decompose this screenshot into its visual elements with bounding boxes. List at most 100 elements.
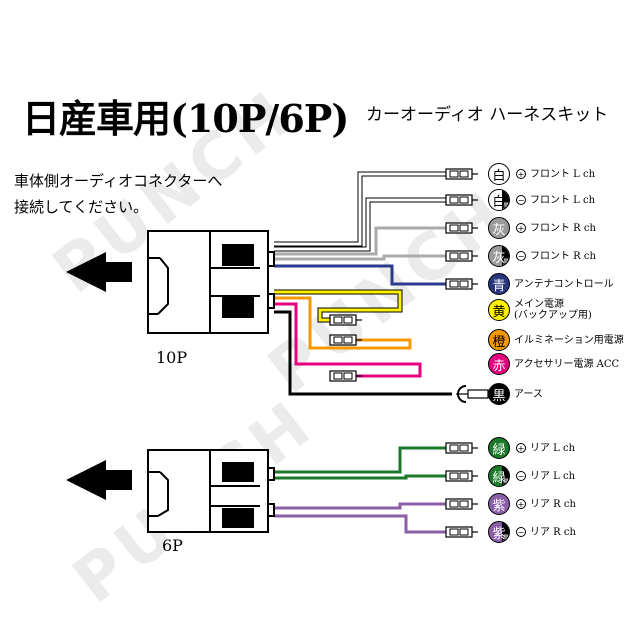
wire-function-label: リア L ch <box>530 471 575 482</box>
wire-color-badge-text: 緑 <box>492 442 506 458</box>
spade-terminal-icon <box>329 370 362 382</box>
spade-terminal-icon <box>329 314 362 326</box>
wire <box>274 502 446 510</box>
black-stripe <box>502 190 509 210</box>
spade-terminal-icon <box>445 526 478 538</box>
wire-function-label: フロント R ch <box>530 251 596 262</box>
wire-function-label: アクセサリー電源 ACC <box>514 359 619 370</box>
stripe-text: 黒 <box>502 203 509 210</box>
wire-function-label-text: リア L ch <box>530 442 576 454</box>
wire-function-label-text: フロント L ch <box>530 194 596 206</box>
wire-function-label-text: リア R ch <box>530 526 576 538</box>
black-stripe <box>502 246 509 266</box>
wire <box>274 302 422 378</box>
wire-function-label: リア L ch <box>530 443 575 454</box>
wire-function-label: フロント L ch <box>530 169 595 180</box>
wire <box>274 290 402 322</box>
stripe-text: 黒 <box>502 259 509 266</box>
page-subtitle: カーオーディオ ハーネスキット <box>366 105 609 125</box>
wire-legend-row: 白 + フロント L ch <box>488 162 595 186</box>
wire-legend-row: 緑 + リア L ch <box>488 436 575 460</box>
wire <box>274 474 446 480</box>
wire-color-badge-text: 灰 <box>492 250 506 266</box>
plus-polarity-icon: + <box>516 223 526 233</box>
wire-color-badge-text: 橙 <box>492 334 506 350</box>
arrow-left-icon-6p <box>66 460 132 500</box>
minus-polarity-icon: − <box>516 251 526 261</box>
wire-legend-row: 灰黒−フロント R ch <box>488 244 596 268</box>
connector-6p <box>147 449 275 533</box>
plus-polarity-icon: + <box>516 169 526 179</box>
spade-terminal-icon <box>445 498 478 510</box>
spade-terminal-icon <box>445 250 478 262</box>
wire-color-badge-text: 白 <box>492 194 506 210</box>
wire-legend-row: 紫 + リア R ch <box>488 492 576 516</box>
wire-function-label-text: リア L ch <box>530 470 576 482</box>
wire-color-badge-text: 赤 <box>492 358 506 374</box>
wire-legend-row: 赤アクセサリー電源 ACC <box>488 352 619 376</box>
wire-color-badge: 紫黒 <box>488 521 510 543</box>
wire <box>274 296 412 350</box>
black-stripe <box>502 522 509 542</box>
wire-function-label-text: アンテナコントロール <box>514 278 614 290</box>
wire-function-label-text: リア R ch <box>530 498 576 510</box>
wire-color-badge-text: 紫 <box>492 498 506 514</box>
wire-function-label-text: イルミネーション用電源 <box>514 334 624 346</box>
connector-10p <box>147 230 275 334</box>
wire-legend-row: 緑黒−リア L ch <box>488 464 575 488</box>
wire-function-label-text: メイン電源 <box>514 299 564 310</box>
spade-terminal-icon <box>445 470 478 482</box>
wire-color-badge: 紫 <box>488 493 510 515</box>
wire-function-label: アンテナコントロール <box>514 279 614 290</box>
wire <box>274 198 446 251</box>
wire-color-badge: 橙 <box>488 329 510 351</box>
wire <box>274 172 446 246</box>
wire <box>274 446 446 474</box>
wire-legend-row: 白黒−フロント L ch <box>488 188 595 212</box>
wire-color-badge: 灰黒 <box>488 245 510 267</box>
wire-function-label: フロント R ch <box>530 223 596 234</box>
ground-ring-terminal-icon <box>456 385 489 403</box>
wire-color-badge-text: 紫 <box>492 526 506 542</box>
connector-10p-label: 10P <box>156 348 188 367</box>
wire-function-label: イルミネーション用電源 <box>514 335 624 346</box>
spade-terminal-icon <box>329 334 362 346</box>
wire-function-label-text: アクセサリー電源 ACC <box>514 358 620 370</box>
wire-color-badge: 灰 <box>488 217 510 239</box>
stripe-text: 黒 <box>502 479 509 486</box>
wire-legend-row: 青アンテナコントロール <box>488 272 614 296</box>
wire <box>274 264 446 286</box>
connector-6p-label: 6P <box>162 536 183 555</box>
spade-terminal-icon <box>445 442 478 454</box>
plus-polarity-icon: + <box>516 443 526 453</box>
wire-group <box>274 168 489 538</box>
wire-function-label-text: フロント L ch <box>530 168 596 180</box>
wire-function-label-text: アース <box>514 388 543 400</box>
minus-polarity-icon: − <box>516 527 526 537</box>
plus-polarity-icon: + <box>516 499 526 509</box>
wire-function-label: フロント L ch <box>530 195 595 206</box>
wire <box>274 226 446 256</box>
instruction-line-2: 接続してください。 <box>14 198 149 216</box>
wire-function-label-text: フロント R ch <box>530 250 596 262</box>
wire-color-badge-text: 黒 <box>492 388 506 404</box>
wire-color-badge: 緑 <box>488 437 510 459</box>
wire-legend-row: 灰 + フロント R ch <box>488 216 596 240</box>
arrow-left-icon-10p <box>66 252 132 292</box>
wire-color-badge-text: 灰 <box>492 222 506 238</box>
wire <box>274 514 446 534</box>
wire-function-label: リア R ch <box>530 527 576 538</box>
wire-legend-row: 橙イルミネーション用電源 <box>488 328 624 352</box>
wire-color-badge: 白 <box>488 163 510 185</box>
wire-color-badge-text: 黄 <box>492 304 506 320</box>
wire-function-label: メイン電源(バックアップ用) <box>514 299 592 321</box>
wire-color-badge-text: 白 <box>492 168 506 184</box>
wire-color-badge-text: 青 <box>492 278 506 294</box>
black-stripe <box>502 466 509 486</box>
spade-terminal-icon <box>445 194 478 206</box>
wire-function-label-text: フロント R ch <box>530 222 596 234</box>
wire <box>274 310 452 396</box>
wire-function-label: アース <box>514 389 543 400</box>
wire-color-badge: 白黒 <box>488 189 510 211</box>
